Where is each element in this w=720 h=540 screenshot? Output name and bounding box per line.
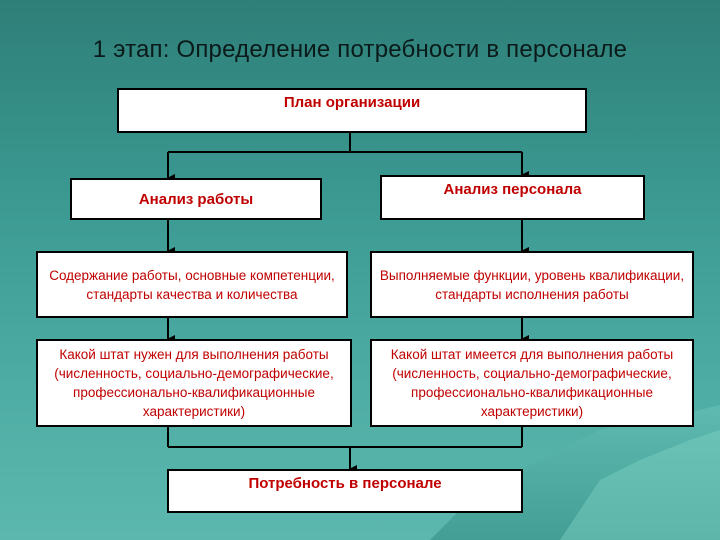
plan-label: План организации [283, 94, 421, 111]
work-analysis-box: Анализ работы [70, 178, 322, 220]
staff-functions-label: Выполняемые функции, уровень квалификаци… [379, 267, 685, 302]
existing-staff-label: Какой штат имеется для выполнения работы… [390, 347, 674, 419]
mountain-decoration-2 [560, 430, 720, 540]
staff-analysis-label: Анализ персонала [443, 181, 582, 198]
staff-functions-box: Выполняемые функции, уровень квалификаци… [370, 251, 694, 318]
need-label: Потребность в персонале [248, 475, 442, 492]
work-content-label: Содержание работы, основные компетенции,… [49, 267, 335, 302]
page-title: 1 этап: Определение потребности в персон… [92, 36, 628, 63]
work-content-box: Содержание работы, основные компетенции,… [36, 251, 348, 318]
need-box: Потребность в персонале [167, 469, 523, 513]
needed-staff-label: Какой штат нужен для выполнения работы (… [54, 347, 334, 419]
needed-staff-box: Какой штат нужен для выполнения работы (… [36, 339, 352, 427]
plan-box: План организации [117, 88, 587, 133]
existing-staff-box: Какой штат имеется для выполнения работы… [370, 339, 694, 427]
work-analysis-label: Анализ работы [138, 190, 254, 208]
staff-analysis-box: Анализ персонала [380, 175, 645, 220]
